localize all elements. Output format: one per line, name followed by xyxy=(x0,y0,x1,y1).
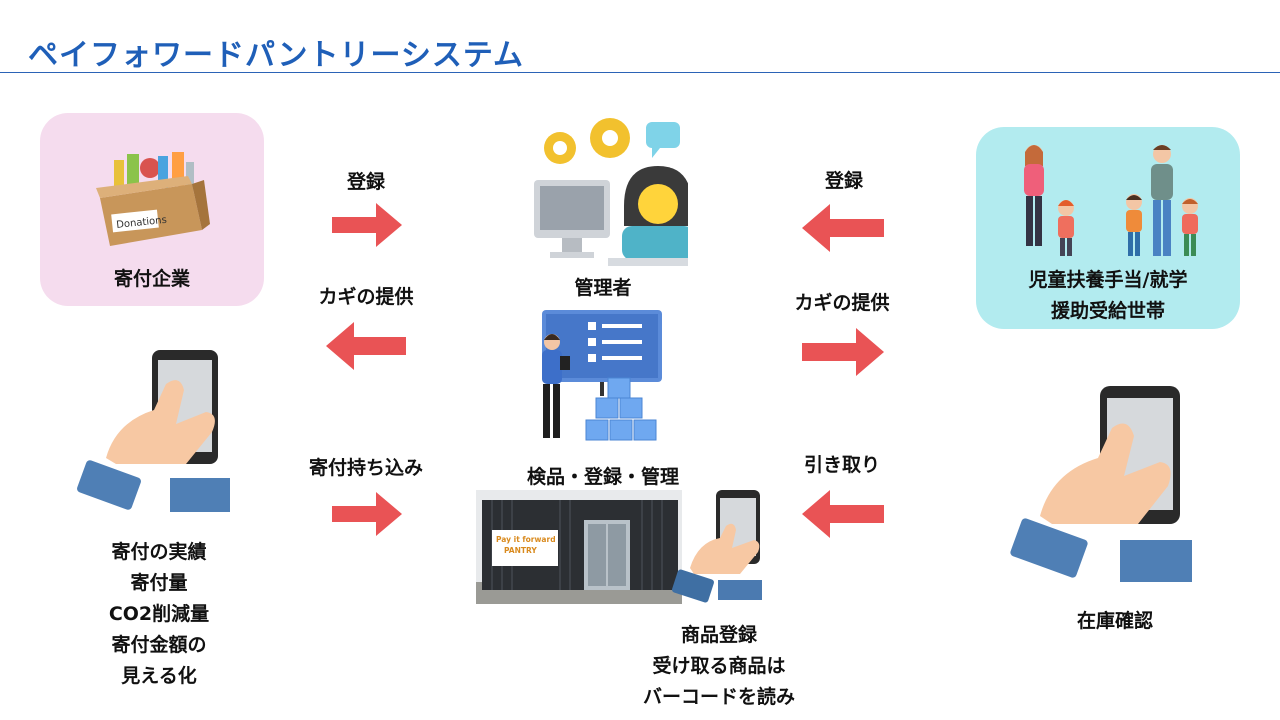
recipient-label-line-2: 援助受給世帯 xyxy=(1050,300,1165,322)
donor-results-line-1: 寄付の実績 xyxy=(111,541,207,563)
recipient-pickup-label: 引き取り xyxy=(803,454,880,476)
hand-phone-right-icon xyxy=(1010,386,1192,582)
arrow-right-recipient-key xyxy=(802,328,884,376)
hand-phone-scan-icon xyxy=(672,490,762,603)
donor-register-label: 登録 xyxy=(346,171,385,193)
donor-bring-label: 寄付持ち込み xyxy=(308,457,423,479)
recipient-register-label: 登録 xyxy=(824,170,863,192)
admin-label: 管理者 xyxy=(574,277,632,299)
recipient-key-label: カギの提供 xyxy=(794,292,890,314)
arrow-right-donor-register xyxy=(332,203,402,247)
administrator-icon xyxy=(534,118,688,266)
arrow-left-recipient-register xyxy=(802,204,884,252)
donor-results-line-5: 見える化 xyxy=(121,665,197,687)
arrow-left-recipient-pickup xyxy=(802,490,884,538)
stock-check-label: 在庫確認 xyxy=(1076,610,1153,632)
hand-phone-left-icon xyxy=(77,350,230,512)
pantry-label: 検品・登録・管理 xyxy=(526,466,679,488)
product-register-line-2: 受け取る商品は xyxy=(652,655,786,677)
donor-results-text: 寄付の実績 寄付量 CO2削減量 寄付金額の 見える化 xyxy=(76,537,242,692)
pantry-container-photo: Pay it forward PANTRY xyxy=(476,490,682,604)
donation-box-icon: Donations xyxy=(96,152,210,246)
box-label: Donations xyxy=(116,215,168,231)
donor-key-label: カギの提供 xyxy=(318,286,414,308)
product-register-line-3: バーコードを読み xyxy=(642,686,795,708)
product-register-text: 商品登録 受け取る商品は バーコードを読み xyxy=(610,620,828,713)
recipient-label: 児童扶養手当/就学 援助受給世帯 xyxy=(976,265,1240,327)
product-register-line-1: 商品登録 xyxy=(680,624,757,646)
page-title: ペイフォワードパントリーシステム xyxy=(28,38,524,73)
donor-label: 寄付企業 xyxy=(113,268,190,290)
donor-results-line-3: CO2削減量 xyxy=(108,603,210,625)
title-underline xyxy=(0,72,1280,73)
arrow-right-donor-bring xyxy=(332,492,402,536)
pantry-sign-line-2: PANTRY xyxy=(504,546,537,555)
arrow-left-donor-key xyxy=(326,322,406,370)
pantry-sign-line-1: Pay it forward xyxy=(496,535,556,544)
donor-results-line-4: 寄付金額の xyxy=(111,634,207,656)
family-icon xyxy=(1024,145,1198,256)
recipient-label-line-1: 児童扶養手当/就学 xyxy=(1028,269,1188,291)
donor-results-line-2: 寄付量 xyxy=(130,572,188,594)
inventory-board-icon xyxy=(542,310,662,441)
